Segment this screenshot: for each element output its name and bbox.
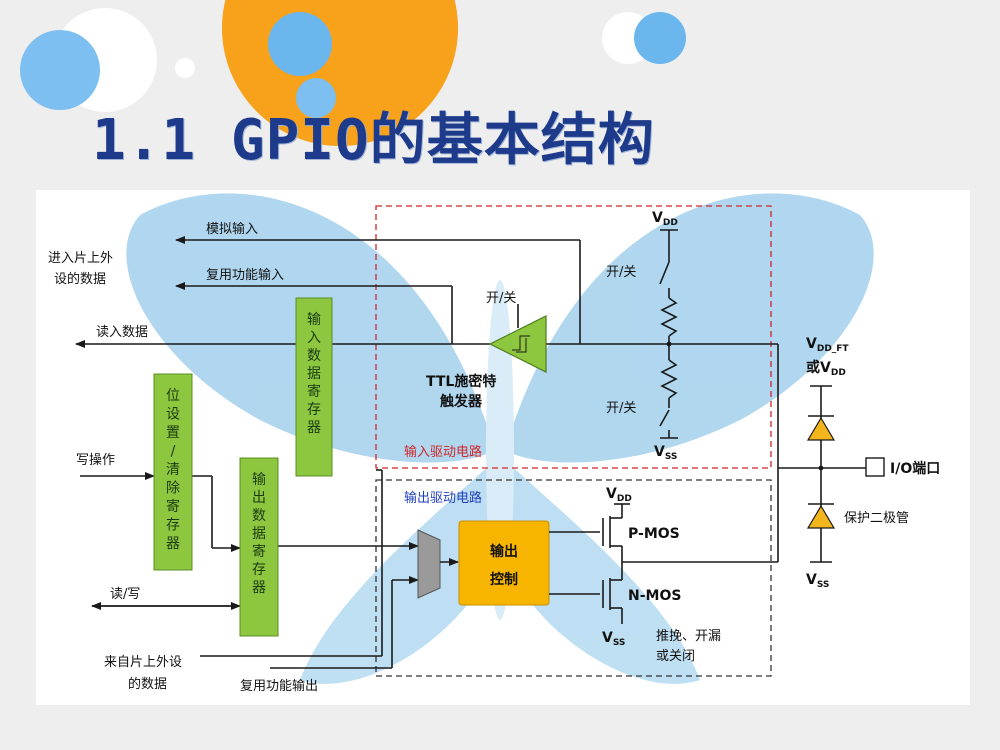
- lower-protection-diode: [806, 504, 836, 529]
- pulldown-resistor: [660, 359, 678, 399]
- decor-blue-bubble: [268, 12, 332, 76]
- io-port-label: I/O端口: [890, 460, 940, 477]
- schmitt-onoff-label: 开/关: [486, 291, 516, 306]
- bit-set-reset-register: [153, 373, 193, 571]
- read-write-label: 读/写: [110, 587, 140, 602]
- input-data-register-label: 输入数据寄存器: [307, 312, 321, 436]
- protect-diode-label: 保护二极管: [844, 511, 909, 526]
- from-peripheral-label-2: 的数据: [128, 676, 167, 692]
- output-driver-label: 输出驱动电路: [404, 490, 482, 506]
- input-driver-box: [375, 205, 772, 469]
- vss-input-label: VSS: [654, 444, 677, 462]
- to-peripheral-label-1: 进入片上外: [48, 251, 113, 266]
- vdd-ft-or-label: 或VDD: [806, 359, 846, 378]
- schmitt-label-2: 触发器: [439, 393, 483, 410]
- vss-output-label: VSS: [602, 630, 625, 648]
- to-peripheral-label-2: 设的数据: [54, 271, 106, 287]
- read-data-label: 读入数据: [96, 325, 148, 340]
- pmos-transistor: [602, 504, 623, 576]
- pulldown-onoff-label: 开/关: [606, 401, 636, 416]
- output-control-label-2: 控制: [490, 571, 518, 588]
- output-control-label-1: 输出: [490, 543, 518, 560]
- pullup-resistor: [660, 297, 678, 337]
- vdd-input-label: VDD: [652, 210, 678, 228]
- decor-blue-bubble: [296, 78, 336, 118]
- pmos-label: P-MOS: [628, 526, 680, 542]
- vss-pad-label: VSS: [806, 572, 829, 590]
- alt-input-label: 复用功能输入: [206, 267, 284, 283]
- output-data-register: [239, 457, 279, 637]
- nmos-label: N-MOS: [628, 588, 681, 604]
- input-driver-label: 输入驱动电路: [404, 444, 482, 460]
- schmitt-label-1: TTL施密特: [426, 373, 496, 390]
- mode-label-1: 推挽、开漏: [656, 628, 721, 644]
- pullup-onoff-label: 开/关: [606, 265, 636, 280]
- junction-dot: [666, 341, 672, 347]
- vdd-output-label: VDD: [606, 486, 632, 504]
- output-driver-box: [375, 479, 772, 677]
- pullup-switch: [659, 261, 670, 285]
- vdd-ft-label: VDD_FT: [806, 336, 849, 354]
- alt-output-label: 复用功能输出: [240, 678, 318, 694]
- input-data-register: [295, 297, 333, 477]
- from-peripheral-label-1: 来自片上外设: [104, 655, 182, 670]
- decor-blue-bubble: [634, 12, 686, 64]
- bit-set-reset-register-label: 位设置/清除寄存器: [166, 388, 180, 552]
- schmitt-trigger: [488, 315, 547, 373]
- decor-white-bubble: [175, 58, 195, 78]
- decor-blue-bubble: [20, 30, 100, 110]
- nmos-transistor: [602, 576, 623, 624]
- io-pad: [865, 457, 885, 477]
- pulldown-switch: [659, 409, 670, 427]
- upper-protection-diode: [806, 416, 836, 441]
- slide-title: 1.1 GPIO的基本结构: [92, 108, 655, 173]
- output-data-register-label: 输出数据寄存器: [252, 472, 266, 596]
- write-op-label: 写操作: [76, 452, 115, 468]
- mode-label-2: 或关闭: [656, 649, 695, 664]
- analog-input-label: 模拟输入: [206, 221, 258, 237]
- header-decoration: [20, 0, 686, 146]
- output-mux: [417, 529, 441, 599]
- output-control-block: [458, 520, 550, 606]
